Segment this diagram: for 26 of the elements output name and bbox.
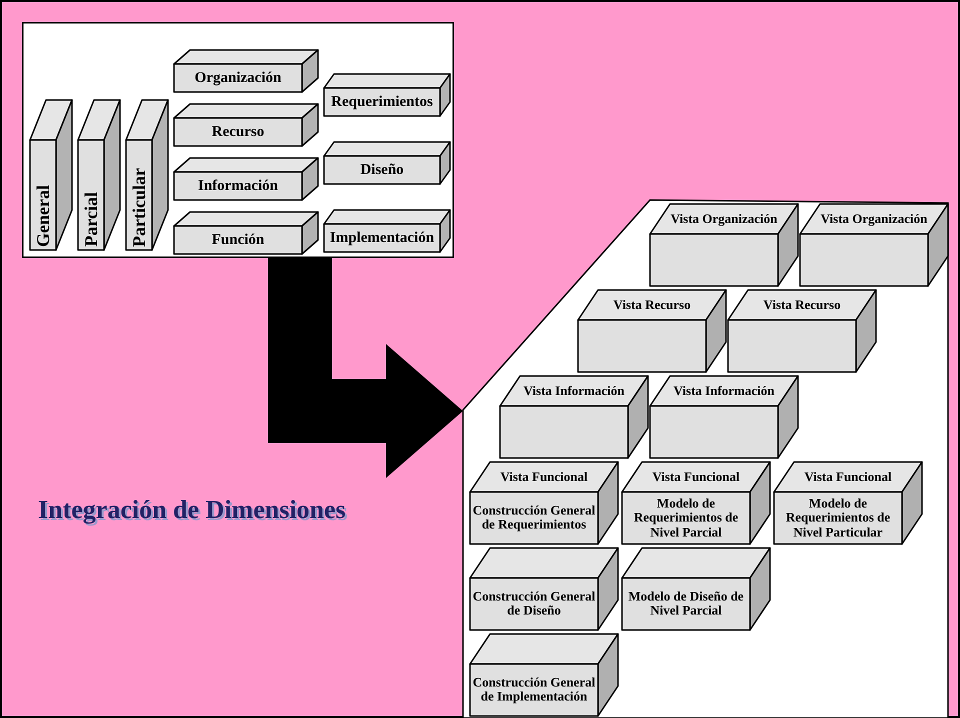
block-label: Vista Recurso	[763, 298, 841, 312]
block-label: Requerimientos	[331, 94, 433, 110]
block-label: Vista Información	[674, 384, 774, 398]
block-label: Modelo de Requerimientos de Nivel Parcial	[632, 496, 740, 540]
block-label: Parcial	[80, 192, 102, 247]
diagram-label: Integración de Dimensiones	[38, 495, 346, 525]
block-label: General	[32, 185, 54, 247]
block-label: Particular	[128, 168, 150, 247]
block-label: Vista Recurso	[613, 298, 691, 312]
block-label: Recurso	[212, 124, 264, 140]
block-label: Información	[198, 178, 278, 194]
block-label: Vista Funcional	[500, 470, 588, 484]
block-label: Modelo de Requerimientos de Nivel Particular	[784, 496, 892, 540]
block-label: Construcción General de Diseño	[472, 590, 596, 618]
block-label: Construcción General de Requerimientos	[472, 504, 596, 532]
block-label: Modelo de Diseño de Nivel Parcial	[627, 590, 745, 618]
block-label: Diseño	[360, 162, 404, 178]
block-label: Función	[212, 232, 264, 248]
block-label: Implementación	[330, 230, 434, 246]
block-label: Organización	[194, 70, 282, 86]
block-label: Vista Organización	[820, 212, 928, 226]
block-label: Vista Funcional	[804, 470, 892, 484]
block-label: Vista Funcional	[652, 470, 740, 484]
block-label: Construcción General de Implementación	[472, 676, 596, 704]
block-label: Vista Información	[524, 384, 624, 398]
block-label: Vista Organización	[670, 212, 778, 226]
